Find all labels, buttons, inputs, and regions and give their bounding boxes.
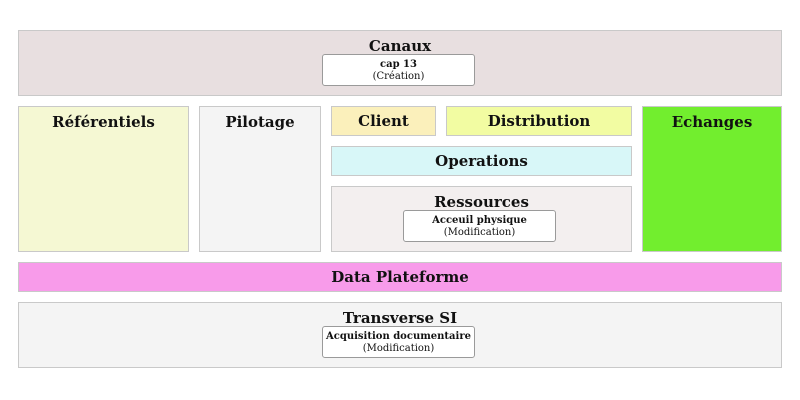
zone-referentiels-title: Référentiels [52, 113, 155, 131]
zone-transverse-si: Transverse SI Acquisition documentaire (… [18, 302, 782, 368]
zone-client-title: Client [358, 112, 409, 130]
zone-data-plateforme-title: Data Plateforme [331, 268, 469, 286]
zone-pilotage-title: Pilotage [225, 113, 295, 131]
app-card-acquisition-documentaire[interactable]: Acquisition documentaire (Modification) [322, 326, 475, 358]
app-card-title: cap 13 [380, 59, 417, 70]
zone-canaux-title: Canaux [368, 37, 432, 55]
app-card-status: (Modification) [443, 227, 516, 238]
zone-operations: Operations [331, 146, 632, 176]
app-card-cap-13[interactable]: cap 13 (Création) [322, 54, 475, 86]
app-card-title: Acceuil physique [432, 215, 527, 226]
zone-transverse-si-title: Transverse SI [342, 309, 458, 327]
zone-pilotage: Pilotage [199, 106, 321, 252]
zone-client: Client [331, 106, 436, 136]
app-card-acceuil-physique[interactable]: Acceuil physique (Modification) [403, 210, 556, 242]
zone-ressources: Ressources Acceuil physique (Modificatio… [331, 186, 632, 252]
zone-data-plateforme: Data Plateforme [18, 262, 782, 292]
zone-operations-title: Operations [435, 152, 528, 170]
zone-ressources-title: Ressources [434, 193, 529, 211]
zone-distribution: Distribution [446, 106, 632, 136]
app-card-status: (Création) [372, 71, 425, 82]
zone-echanges: Echanges [642, 106, 782, 252]
zone-referentiels: Référentiels [18, 106, 189, 252]
app-card-title: Acquisition documentaire [326, 331, 471, 342]
app-card-status: (Modification) [362, 343, 435, 354]
zone-echanges-title: Echanges [671, 113, 753, 131]
zone-canaux: Canaux cap 13 (Création) [18, 30, 782, 96]
zone-distribution-title: Distribution [487, 112, 591, 130]
